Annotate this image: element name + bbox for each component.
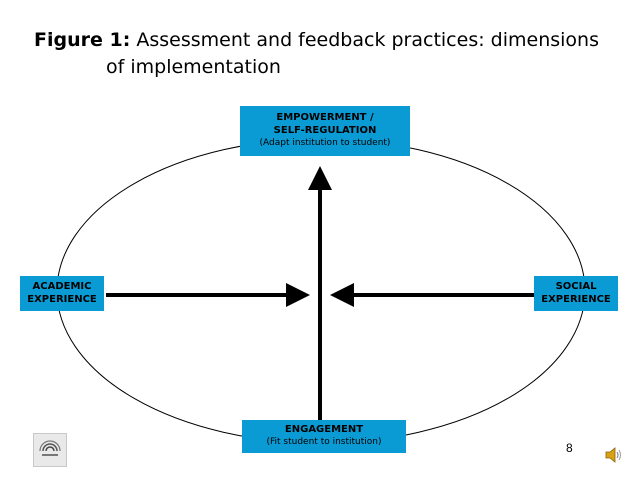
institution-logo-icon <box>33 433 67 467</box>
social-experience-box: SOCIAL EXPERIENCE <box>534 276 618 311</box>
empowerment-box: EMPOWERMENT / SELF-REGULATION (Adapt ins… <box>240 106 410 156</box>
social-experience-label: SOCIAL EXPERIENCE <box>541 281 611 305</box>
page-number: 8 <box>566 441 573 455</box>
engagement-label: ENGAGEMENT <box>284 424 364 435</box>
academic-experience-label: ACADEMIC EXPERIENCE <box>27 281 97 305</box>
engagement-box: ENGAGEMENT (Fit student to institution) <box>242 420 406 453</box>
speaker-icon[interactable] <box>604 445 624 469</box>
engagement-sublabel: (Fit student to institution) <box>266 437 382 447</box>
figure-label: Figure 1: <box>34 29 131 51</box>
empowerment-sublabel: (Adapt institution to student) <box>259 138 391 148</box>
title-line-2: of implementation <box>106 56 281 78</box>
title-line-1: Assessment and feedback practices: dimen… <box>136 29 599 51</box>
academic-experience-box: ACADEMIC EXPERIENCE <box>20 276 104 311</box>
slide-title: Figure 1: Assessment and feedback practi… <box>34 27 624 81</box>
empowerment-label: EMPOWERMENT / SELF-REGULATION <box>273 112 377 136</box>
